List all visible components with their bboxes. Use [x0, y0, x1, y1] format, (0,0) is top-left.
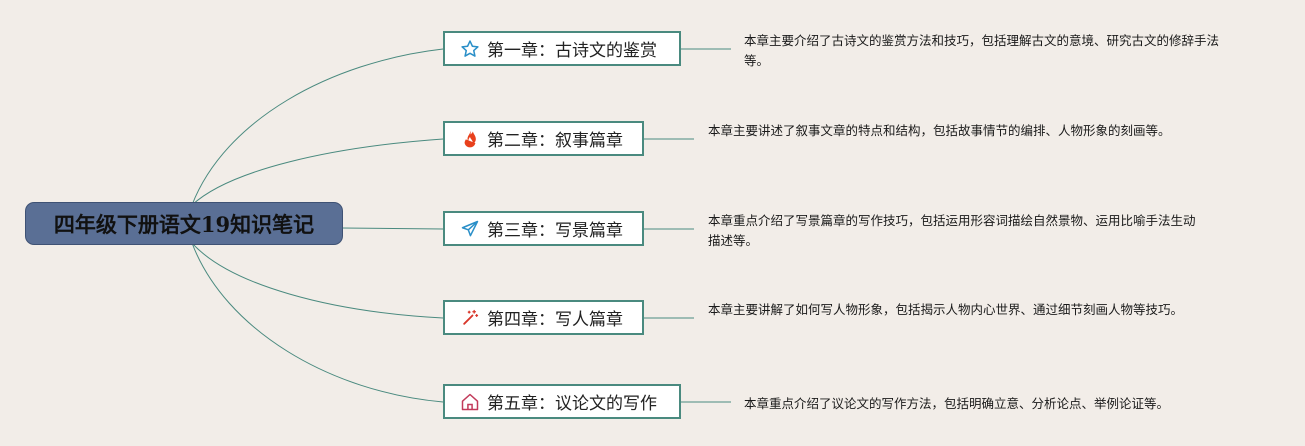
connector-root-ch4 — [191, 242, 444, 319]
chapter-description-4: 本章主要讲解了如何写人物形象，包括揭示人物内心世界、通过细节刻画人物等技巧。 — [708, 302, 1184, 317]
connector-root-ch5 — [191, 242, 444, 403]
chapter-title: 第二章：叙事篇章 — [487, 131, 623, 151]
chapter-node-4[interactable]: 第四章：写人篇章 — [443, 300, 644, 335]
chapter-description-2: 本章主要讲述了叙事文章的特点和结构，包括故事情节的编排、人物形象的刻画等。 — [708, 123, 1171, 138]
flame-icon — [459, 128, 481, 150]
chapter-description-1: 本章主要介绍了古诗文的鉴赏方法和技巧，包括理解古文的意境、研究古文的修辞手法等。 — [744, 33, 1220, 68]
chapter-node-2[interactable]: 第二章：叙事篇章 — [443, 121, 644, 156]
star-icon — [459, 38, 481, 60]
chapter-node-5[interactable]: 第五章：议论文的写作 — [443, 384, 681, 419]
chapter-node-3[interactable]: 第三章：写景篇章 — [443, 211, 644, 246]
chapter-title: 第四章：写人篇章 — [487, 310, 623, 330]
magic-wand-icon — [459, 307, 481, 329]
chapter-description-5: 本章重点介绍了议论文的写作方法，包括明确立意、分析论点、举例论证等。 — [744, 396, 1170, 411]
chapter-title: 第五章：议论文的写作 — [487, 394, 657, 414]
house-icon — [459, 391, 481, 413]
connector-root-ch2 — [191, 138, 444, 206]
connector-root-ch3 — [341, 227, 444, 230]
paper-plane-icon — [459, 218, 481, 240]
chapter-node-1[interactable]: 第一章：古诗文的鉴赏 — [443, 31, 681, 66]
root-topic[interactable]: 四年级下册语文19知识笔记 — [26, 203, 342, 244]
chapter-description-3: 本章重点介绍了写景篇章的写作技巧，包括运用形容词描绘自然景物、运用比喻手法生动描… — [708, 213, 1196, 248]
chapter-title: 第一章：古诗文的鉴赏 — [487, 41, 657, 61]
connector-root-ch1 — [191, 48, 444, 206]
chapter-title: 第三章：写景篇章 — [487, 221, 623, 241]
